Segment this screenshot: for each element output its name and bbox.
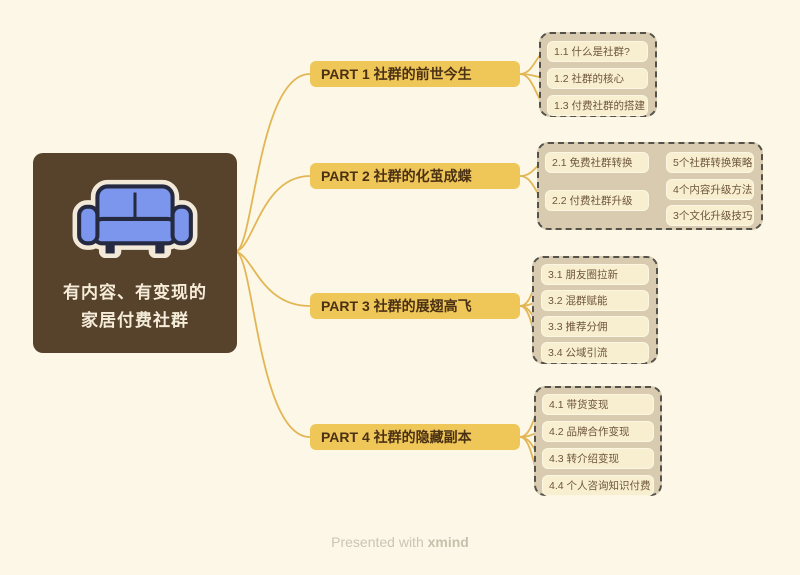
subtopic-1-1[interactable]: 1.1 什么是社群? (547, 41, 648, 62)
subtopic-3-4[interactable]: 3.4 公域引流 (541, 342, 649, 363)
watermark: Presented with xmind (0, 534, 800, 550)
subtopic-1-3[interactable]: 1.3 付费社群的搭建 (547, 95, 648, 116)
branch-part1[interactable]: PART 1 社群的前世今生 (310, 61, 520, 87)
branch-part2[interactable]: PART 2 社群的化茧成蝶 (310, 163, 520, 189)
subtopic-2-2[interactable]: 2.2 付费社群升级 (545, 190, 649, 211)
subtopic-2-2-1[interactable]: 4个内容升级方法 (666, 179, 754, 200)
root-title-line2: 家居付费社群 (81, 310, 189, 330)
connector-root-part3 (236, 251, 311, 307)
subtopic-2-1[interactable]: 2.1 免费社群转换 (545, 152, 649, 173)
subtopic-4-4[interactable]: 4.4 个人咨询知识付费 (542, 475, 654, 496)
subtopic-2-2-2[interactable]: 3个文化升级技巧 (666, 205, 754, 226)
subtopic-1-2[interactable]: 1.2 社群的核心 (547, 68, 648, 89)
branch-part3[interactable]: PART 3 社群的展翅高飞 (310, 293, 520, 319)
subtopic-3-1[interactable]: 3.1 朋友圈拉新 (541, 264, 649, 285)
subtopic-3-2[interactable]: 3.2 混群赋能 (541, 290, 649, 311)
connector-root-part2 (236, 175, 311, 252)
branch-part4[interactable]: PART 4 社群的隐藏副本 (310, 424, 520, 450)
root-title-line1: 有内容、有变现的 (63, 283, 207, 302)
subtopic-2-1-1[interactable]: 5个社群转换策略 (666, 152, 754, 173)
subtopic-3-3[interactable]: 3.3 推荐分佣 (541, 316, 649, 337)
connector-root-part4 (236, 251, 311, 438)
connector-root-part1 (236, 73, 311, 252)
sofa-icon (72, 179, 198, 259)
subtopic-4-1[interactable]: 4.1 带货变现 (542, 394, 654, 415)
root-topic[interactable]: 有内容、有变现的 家居付费社群 (33, 153, 237, 353)
watermark-text: Presented with (331, 534, 428, 550)
watermark-brand: xmind (427, 534, 469, 550)
subtopic-4-2[interactable]: 4.2 品牌合作变现 (542, 421, 654, 442)
root-title: 有内容、有变现的 家居付费社群 (63, 279, 207, 334)
subtopic-4-3[interactable]: 4.3 转介绍变现 (542, 448, 654, 469)
